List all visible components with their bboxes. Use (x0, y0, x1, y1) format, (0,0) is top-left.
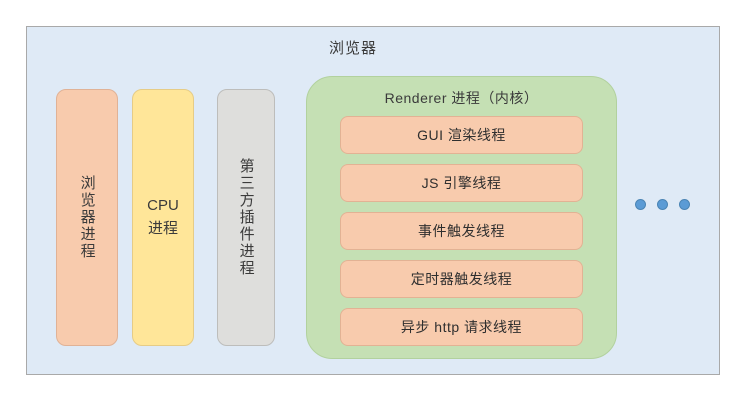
thread-box-async-http: 异步 http 请求线程 (340, 308, 583, 346)
process-box-browser: 浏览器进程 (56, 89, 118, 346)
renderer-process-title: Renderer 进程（内核） (384, 90, 539, 106)
thread-list: GUI 渲染线程 JS 引擎线程 事件触发线程 定时器触发线程 异步 http … (340, 116, 583, 346)
process-label-cpu: CPU 进程 (147, 195, 180, 240)
thread-box-timer-trigger: 定时器触发线程 (340, 260, 583, 298)
browser-title: 浏览器 (328, 40, 377, 57)
thread-box-event-trigger: 事件触发线程 (340, 212, 583, 250)
thread-box-js-engine: JS 引擎线程 (340, 164, 583, 202)
process-label-browser: 浏览器进程 (78, 175, 96, 260)
process-label-cpu-line2: 进程 (147, 219, 178, 237)
thread-box-gui-render: GUI 渲染线程 (340, 116, 583, 154)
ellipsis-dot-icon (635, 199, 646, 210)
renderer-process-container: Renderer 进程（内核） GUI 渲染线程 JS 引擎线程 事件触发线程 … (306, 76, 617, 359)
ellipsis-dots (635, 199, 690, 210)
ellipsis-dot-icon (657, 199, 668, 210)
process-label-cpu-line1: CPU (147, 197, 179, 214)
browser-container: 浏览器 浏览器进程 CPU 进程 第三方插件进程 Renderer 进程（内核）… (26, 26, 720, 375)
ellipsis-dot-icon (679, 199, 690, 210)
process-box-plugin: 第三方插件进程 (217, 89, 275, 346)
process-box-cpu: CPU 进程 (132, 89, 194, 346)
process-label-plugin: 第三方插件进程 (237, 158, 255, 277)
